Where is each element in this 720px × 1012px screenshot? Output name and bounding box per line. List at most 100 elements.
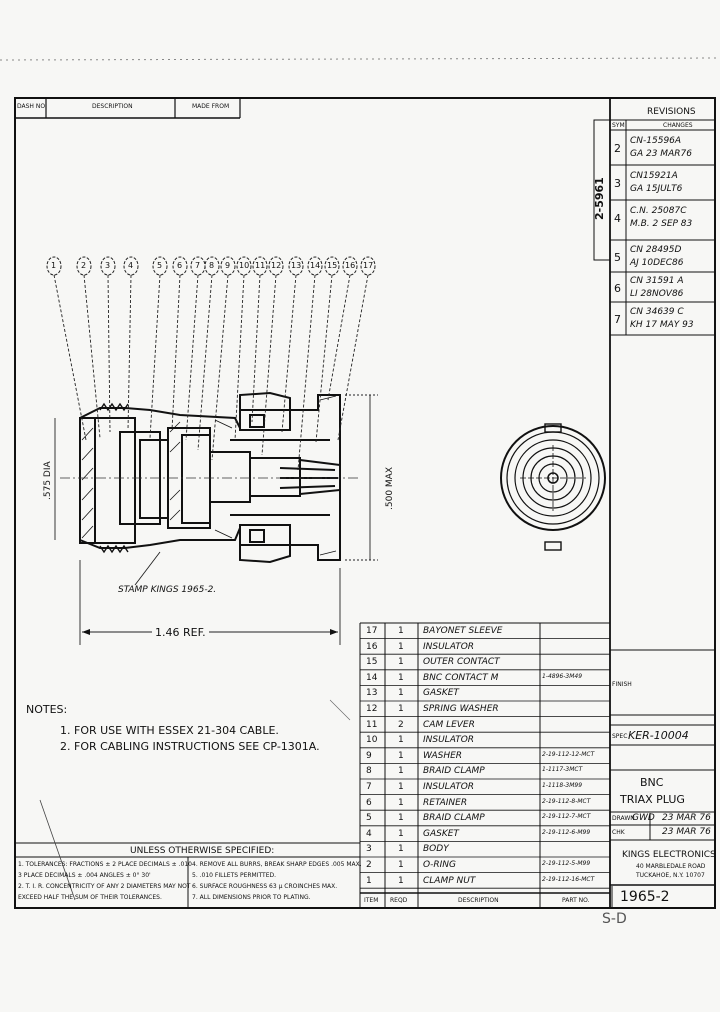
item-balloon: 1 [51,261,57,270]
item-balloon: 7 [195,261,201,270]
dimension-dia-right: .500 MAX [385,467,395,510]
parts-reqd: 1 [398,688,404,699]
item-balloon: 13 [291,261,302,270]
parts-description: GASKET [423,688,459,699]
spec-left-4: EXCEED HALF THE SUM OF THEIR TOLERANCES. [18,894,162,901]
drawing-size: S-D [602,911,627,927]
revision-sym: 2 [614,142,621,155]
parts-part-no: 2-19-112-12-MCT [542,750,595,758]
header-made-from: MADE FROM [192,103,230,110]
parts-reqd: 1 [398,750,404,761]
parts-reqd: 1 [398,844,404,855]
spec-left-3: 2. T. I. R. CONCENTRICITY OF ANY 2 DIAME… [18,883,191,890]
parts-reqd: 1 [398,672,404,683]
parts-description: SPRING WASHER [423,704,499,714]
parts-description: INSULATOR [423,782,475,792]
notes-title: NOTES: [26,703,68,716]
parts-reqd: 1 [398,860,404,870]
parts-item: 2 [366,860,372,870]
parts-item: 16 [366,641,378,652]
parts-description: CAM LEVER [423,719,475,730]
checked-label: CHK [612,829,625,836]
revision-signature: GA 15JULT6 [630,184,683,194]
parts-item: 10 [366,735,378,746]
parts-item: 8 [366,766,372,777]
note-1: 1. FOR USE WITH ESSEX 21-304 CABLE. [60,724,279,737]
spec-right-4: 7. ALL DIMENSIONS PRIOR TO PLATING. [192,894,311,901]
item-balloon: 17 [363,261,374,270]
revision-sym: 7 [614,313,621,326]
parts-item: 3 [366,844,372,855]
dimension-dia-left: .575 DIA [43,461,53,500]
parts-item: 14 [366,672,378,683]
spec-label: SPEC [612,733,628,740]
header-dash-no: DASH NO [17,103,46,110]
parts-reqd: 1 [398,875,404,886]
finish-label: FINISH [612,681,632,688]
parts-col-reqd: REQD [390,897,408,904]
revision-change: C.N. 25087C [630,206,687,216]
parts-description: CLAMP NUT [423,875,476,886]
drawing-number: 1965-2 [620,889,670,905]
parts-part-no: 2-19-112-5-M99 [542,860,591,867]
item-balloon: 8 [209,261,215,270]
revisions-col-changes: CHANGES [663,122,693,129]
item-balloon: 2 [81,261,87,270]
parts-part-no: 1-1117-3MCT [542,766,583,774]
item-balloon: 15 [327,261,338,270]
item-balloon: 9 [225,261,231,270]
revision-change: CN-15596A [630,136,682,146]
drawn-label: DRAWN [612,815,635,822]
parts-item: 11 [366,719,378,730]
parts-reqd: 1 [398,766,404,777]
revision-change: CN 31591 A [630,276,684,286]
item-balloon: 16 [345,261,356,270]
parts-part-no: 2-19-112-7-MCT [542,813,591,821]
parts-part-no: 1-1118-3M99 [542,782,583,789]
spec-left-1: 1. TOLERANCES: FRACTIONS ± 2 PLACE DECIM… [18,861,192,868]
company-name: KINGS ELECTRONICS [622,850,716,860]
note-2: 2. FOR CABLING INSTRUCTIONS SEE CP-1301A… [60,740,320,753]
parts-part-no: 2-19-112-16-MCT [542,875,595,883]
parts-item: 5 [366,813,372,824]
parts-reqd: 1 [398,641,404,652]
revision-sym: 4 [614,212,621,225]
header-description: DESCRIPTION [92,103,133,110]
item-balloon: 10 [239,261,250,270]
spec-right-2: 5. .010 FILLETS PERMITTED. [192,872,277,879]
revisions-title: REVISIONS [647,107,696,117]
spec-right-1: 4. REMOVE ALL BURRS, BREAK SHARP EDGES .… [192,861,362,868]
drawn-value: GWD [632,813,655,823]
revision-change: CN 28495D [630,245,682,255]
parts-item: 13 [366,688,378,699]
parts-reqd: 1 [398,813,404,824]
parts-description: O-RING [423,860,456,870]
parts-reqd: 1 [398,657,404,668]
parts-description: BNC CONTACT M [423,672,499,683]
spec-title: UNLESS OTHERWISE SPECIFIED: [130,846,275,856]
parts-description: GASKET [423,828,459,839]
parts-description: BRAID CLAMP [423,813,485,824]
revision-sym: 6 [614,282,621,295]
parts-description: BAYONET SLEEVE [423,626,503,636]
dimension-length: 1.46 REF. [152,627,209,638]
revisions-col-sym: SYM [612,122,625,129]
item-balloon: 4 [128,261,134,270]
item-balloon: 3 [105,261,111,270]
parts-col-item: ITEM [364,897,379,904]
parts-item: 17 [366,626,378,636]
parts-item: 1 [366,875,372,886]
title-line-1: BNC [640,776,664,789]
parts-reqd: 1 [398,704,404,714]
parts-item: 15 [366,657,378,668]
company-address-1: 40 MARBLEDALE ROAD [636,863,706,870]
vertical-drawing-number: 2-5961 [593,177,606,220]
revision-signature: AJ 10DEC86 [630,258,684,268]
parts-reqd: 1 [398,828,404,839]
revision-signature: KH 17 MAY 93 [630,320,694,330]
item-balloon: 14 [310,261,321,270]
parts-item: 12 [366,704,378,714]
spec-right-3: 6. SURFACE ROUGHNESS 63 µ CROINCHES MAX. [192,883,338,890]
parts-item: 6 [366,797,372,808]
